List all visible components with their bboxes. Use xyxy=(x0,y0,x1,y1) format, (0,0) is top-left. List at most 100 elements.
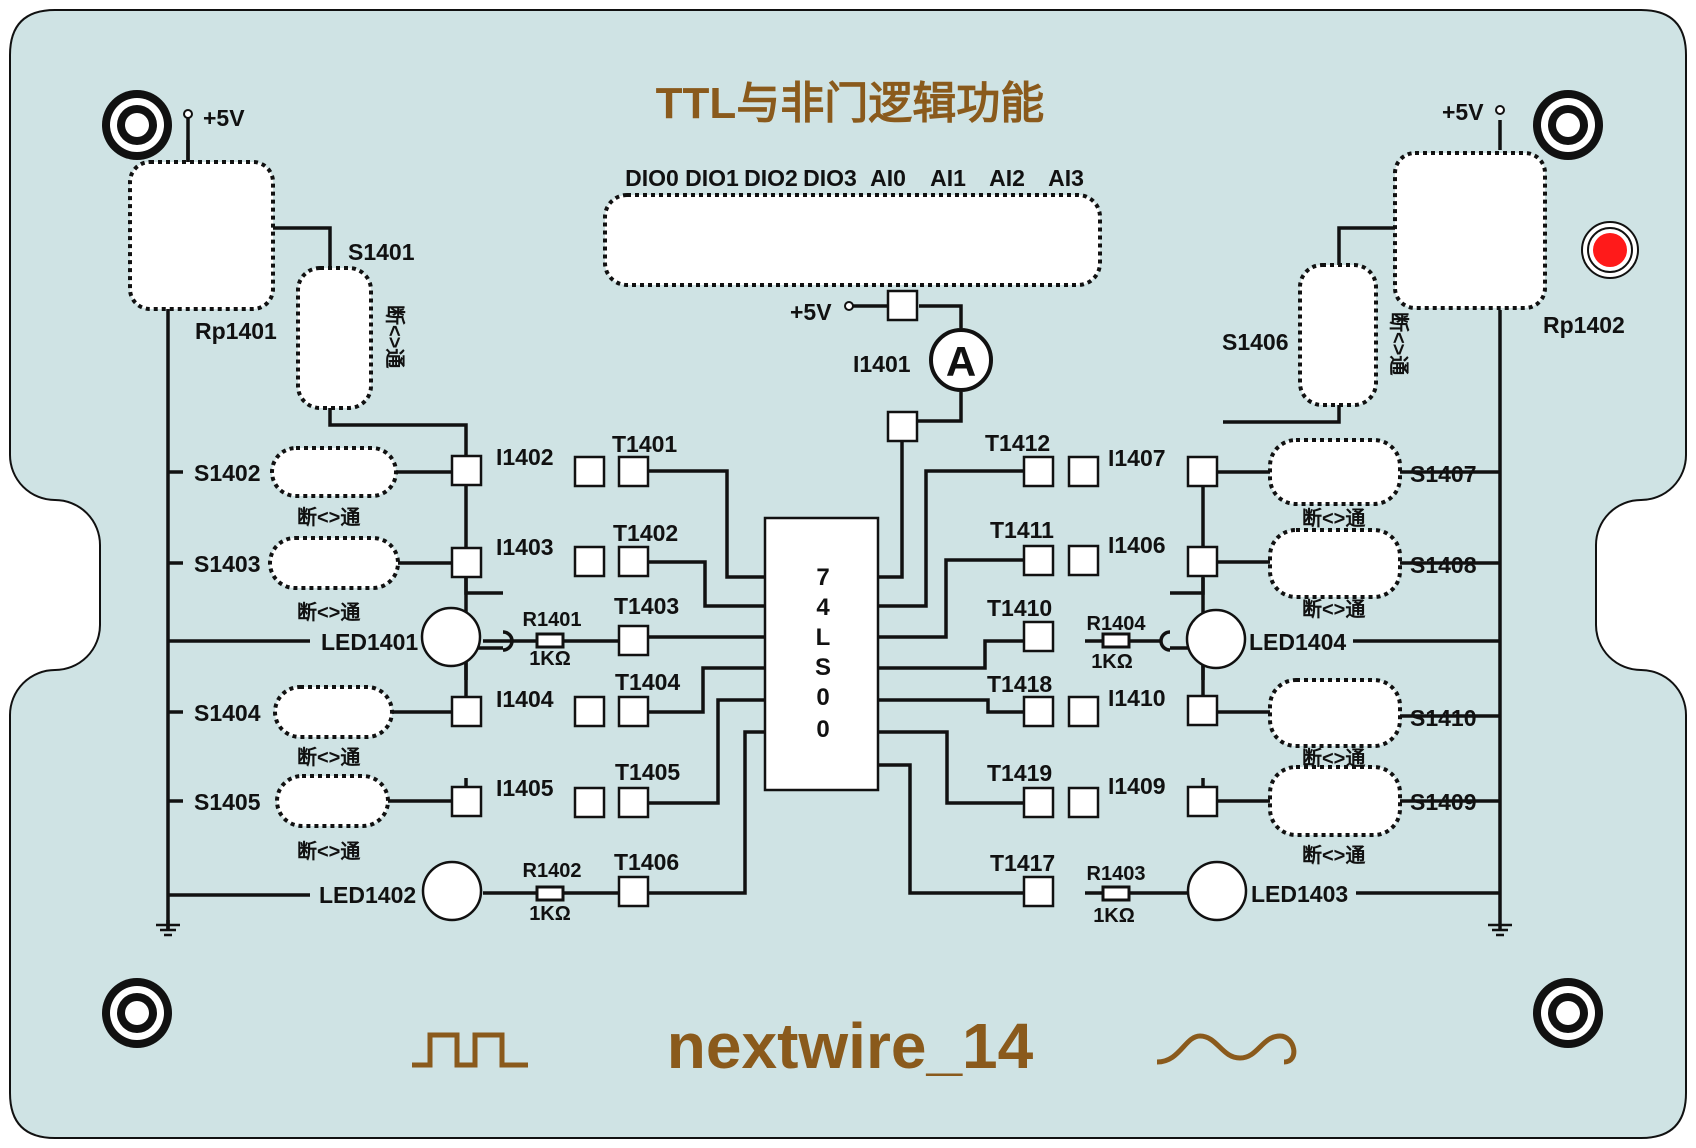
jack-t1411-a[interactable] xyxy=(1022,544,1055,577)
wire-hop xyxy=(502,630,514,652)
switch-socket-s1410[interactable] xyxy=(1268,678,1402,748)
terminal-label-t1419: T1419 xyxy=(987,760,1052,786)
ammeter-symbol: A xyxy=(946,338,976,385)
jack-t1403[interactable] xyxy=(617,624,650,657)
current-label-i1403: I1403 xyxy=(496,534,554,560)
terminal-label-t1402: T1402 xyxy=(613,520,678,546)
ammeter-icon: A xyxy=(929,328,993,392)
switch-label-s1410: S1410 xyxy=(1410,705,1477,731)
jack-i1407[interactable] xyxy=(1186,455,1219,488)
pot-socket-rp1401[interactable] xyxy=(128,160,275,311)
jack-t1412-a[interactable] xyxy=(1022,455,1055,488)
io-pin-dio0: DIO0 xyxy=(625,165,679,191)
led-1402 xyxy=(421,860,483,922)
mounting-hole-top-left xyxy=(102,90,172,160)
supply-terminal-left[interactable] xyxy=(183,109,193,162)
supply-label-right: +5V xyxy=(1442,99,1484,125)
switch-label-s1405: S1405 xyxy=(194,789,261,815)
chip-char: 0 xyxy=(816,716,829,743)
switch-socket-s1402[interactable] xyxy=(270,446,398,498)
jack-t1418-a[interactable] xyxy=(1022,695,1055,728)
brand-logo: nextwire_14 xyxy=(667,1010,1034,1082)
led-1404 xyxy=(1185,608,1247,670)
led-label-1403: LED1403 xyxy=(1251,881,1348,907)
jack-t1406[interactable] xyxy=(617,875,650,908)
square-wave-icon xyxy=(412,1032,528,1068)
resistor-value-r1403: 1KΩ xyxy=(1093,905,1135,927)
switch-label-s1407: S1407 xyxy=(1410,461,1477,487)
pot-label-rp1401: Rp1401 xyxy=(195,318,277,344)
jack-i1402[interactable] xyxy=(450,454,483,487)
supply-label-center: +5V xyxy=(790,299,832,325)
resistor-r1404 xyxy=(1101,632,1131,649)
jack-ammeter-bottom[interactable] xyxy=(886,410,919,443)
resistor-label-r1402: R1402 xyxy=(523,860,582,882)
switch-text-s1406: 断<>通 xyxy=(1387,312,1411,375)
resistor-value-r1404: 1KΩ xyxy=(1091,651,1133,673)
io-pin-ai0: AI0 xyxy=(870,165,906,191)
pot-label-rp1402: Rp1402 xyxy=(1543,312,1625,338)
current-label-i1402: I1402 xyxy=(496,444,554,470)
jack-t1404-b[interactable] xyxy=(617,695,650,728)
current-label-i1401: I1401 xyxy=(853,351,911,377)
jack-t1401-b[interactable] xyxy=(617,455,650,488)
jack-t1405-b[interactable] xyxy=(617,786,650,819)
switch-socket-s1407[interactable] xyxy=(1268,438,1402,506)
jack-i1406[interactable] xyxy=(1186,545,1219,578)
jack-i1404[interactable] xyxy=(450,695,483,728)
terminal-label-t1411: T1411 xyxy=(990,517,1054,543)
io-header-socket[interactable] xyxy=(603,193,1102,287)
led-label-1402: LED1402 xyxy=(319,882,416,908)
current-label-i1407: I1407 xyxy=(1108,445,1166,471)
jack-t1410[interactable] xyxy=(1022,620,1055,653)
resistor-label-r1403: R1403 xyxy=(1087,863,1146,885)
jack-i1403[interactable] xyxy=(450,546,483,579)
resistor-value-r1401: 1KΩ xyxy=(529,648,571,670)
terminal-label-t1403: T1403 xyxy=(614,593,679,619)
terminal-label-t1418: T1418 xyxy=(987,671,1052,697)
jack-t1405-a[interactable] xyxy=(573,786,606,819)
current-label-i1406: I1406 xyxy=(1108,532,1166,558)
switch-text-s1401: 断<>通 xyxy=(383,305,407,368)
current-label-i1404: I1404 xyxy=(496,686,554,712)
jack-ammeter-top[interactable] xyxy=(886,289,919,322)
jack-i1410[interactable] xyxy=(1186,694,1219,727)
switch-socket-s1401[interactable] xyxy=(296,266,373,410)
supply-terminal-center[interactable] xyxy=(844,301,854,311)
terminal-label-t1412: T1412 xyxy=(985,430,1050,456)
jack-t1401-a[interactable] xyxy=(573,455,606,488)
switch-socket-s1404[interactable] xyxy=(273,685,394,739)
jack-t1402-b[interactable] xyxy=(617,545,650,578)
switch-socket-s1406[interactable] xyxy=(1298,263,1378,407)
jack-t1412-b[interactable] xyxy=(1067,455,1100,488)
resistor-r1401 xyxy=(535,632,565,649)
jack-t1419-a[interactable] xyxy=(1022,786,1055,819)
switch-text-s1407: 断<>通 xyxy=(1302,506,1365,530)
led-1403 xyxy=(1186,860,1248,922)
jack-i1409[interactable] xyxy=(1186,785,1219,818)
switch-socket-s1405[interactable] xyxy=(275,774,390,828)
pot-socket-rp1402[interactable] xyxy=(1393,151,1547,310)
switch-socket-s1409[interactable] xyxy=(1268,765,1402,837)
supply-terminal-right[interactable] xyxy=(1495,105,1505,115)
page-title: TTL与非门逻辑功能 xyxy=(656,79,1045,128)
jack-t1417[interactable] xyxy=(1022,875,1055,908)
jack-i1405[interactable] xyxy=(450,785,483,818)
led-label-1404: LED1404 xyxy=(1249,629,1346,655)
jack-t1402-a[interactable] xyxy=(573,545,606,578)
jack-t1418-b[interactable] xyxy=(1067,695,1100,728)
jack-t1419-b[interactable] xyxy=(1067,786,1100,819)
io-pin-labels: DIO0 DIO1 DIO2 DIO3 AI0 AI1 AI2 AI3 xyxy=(625,165,1084,191)
current-label-i1410: I1410 xyxy=(1108,685,1166,711)
resistor-label-r1404: R1404 xyxy=(1087,613,1147,635)
jack-t1404-a[interactable] xyxy=(573,695,606,728)
resistor-r1403 xyxy=(1101,885,1131,902)
switch-text-s1404: 断<>通 xyxy=(297,745,360,769)
resistor-r1402 xyxy=(535,885,565,902)
chip-char: 7 xyxy=(816,564,829,591)
jack-t1411-b[interactable] xyxy=(1067,544,1100,577)
switch-text-s1408: 断<>通 xyxy=(1302,597,1365,621)
switch-socket-s1408[interactable] xyxy=(1268,528,1402,599)
ground-icon xyxy=(156,920,180,937)
switch-socket-s1403[interactable] xyxy=(268,536,400,590)
